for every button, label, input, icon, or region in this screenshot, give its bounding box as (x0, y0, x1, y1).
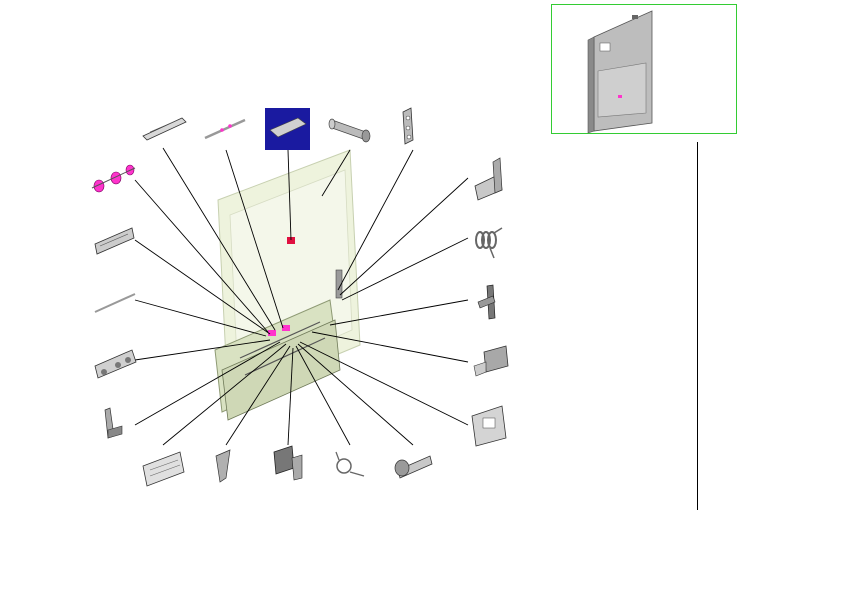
lever-part[interactable] (477, 284, 496, 320)
roller-part[interactable] (328, 118, 371, 143)
tray-part[interactable] (142, 451, 185, 487)
left-column-parts (91, 164, 137, 439)
top-row-parts (142, 107, 414, 150)
bottom-row-parts (142, 445, 433, 487)
torsion-spring-part[interactable] (335, 451, 365, 477)
separator-line (697, 142, 698, 510)
guide-rail-part[interactable] (94, 227, 135, 255)
bracket-part[interactable] (142, 117, 187, 141)
red-marker-icon (287, 237, 295, 244)
motor-block-part[interactable] (273, 445, 303, 481)
spring-part[interactable] (475, 227, 503, 259)
shaft-part[interactable] (204, 118, 246, 140)
cylinder-bracket-part[interactable] (394, 455, 433, 479)
right-column-parts (471, 157, 509, 447)
rod-part[interactable] (94, 293, 136, 313)
gear-bracket-part[interactable] (94, 349, 137, 379)
vertical-bracket-part[interactable] (402, 107, 414, 145)
gray-plate-part[interactable] (265, 108, 310, 150)
arm-part[interactable] (215, 449, 231, 483)
latch-part[interactable] (104, 407, 123, 439)
leader-lines (134, 147, 469, 446)
assembled-unit-thumbnail (587, 10, 653, 134)
solenoid-part[interactable] (473, 345, 509, 377)
assembly-location-inset (551, 4, 737, 134)
frame-part[interactable] (471, 405, 507, 447)
angle-bracket-part[interactable] (474, 157, 503, 201)
pink-rollers-part[interactable] (91, 164, 136, 193)
